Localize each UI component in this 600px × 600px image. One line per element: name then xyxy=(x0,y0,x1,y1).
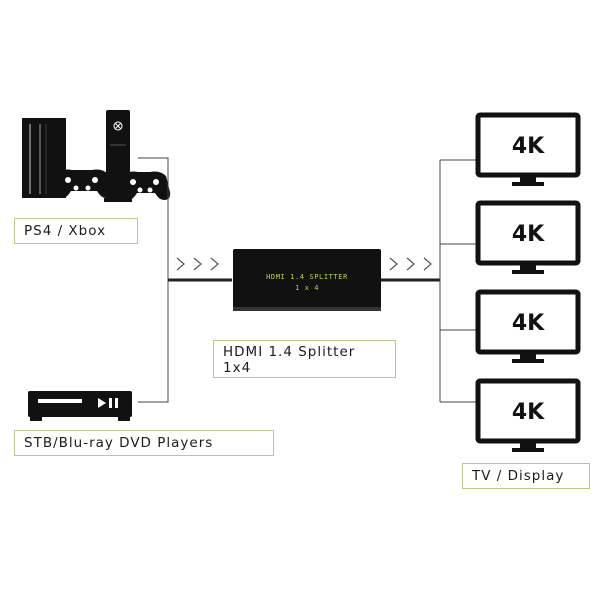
chevron-right-icon xyxy=(406,257,415,271)
splitter-caption-line2: 1x4 xyxy=(223,360,252,376)
consoles-label: PS4 / Xbox xyxy=(14,218,138,244)
players-label: STB/Blu-ray DVD Players xyxy=(14,430,274,456)
tv-monitor-icon: 4K xyxy=(475,378,581,452)
chevron-right-icon xyxy=(210,257,219,271)
splitter-caption: HDMI 1.4 Splitter 1x4 xyxy=(213,340,396,378)
gamepad-icon xyxy=(55,169,113,198)
gamepad-icon xyxy=(121,171,171,200)
monitor-resolution: 4K xyxy=(512,222,545,247)
splitter-caption-line1: HDMI 1.4 Splitter xyxy=(223,344,356,360)
chevron-right-icon xyxy=(423,257,432,271)
chevron-right-icon xyxy=(193,257,202,271)
tv-monitor-icon: 4K xyxy=(475,112,581,186)
monitor-resolution: 4K xyxy=(512,400,545,425)
monitor-resolution: 4K xyxy=(512,134,545,159)
output-flow-arrows xyxy=(389,257,432,271)
tv-monitor-icon: 4K xyxy=(475,289,581,363)
splitter-device-label: HDMI 1.4 SPLITTER xyxy=(266,273,348,281)
displays-label-text: TV / Display xyxy=(472,468,565,484)
input-cables xyxy=(138,157,232,403)
dvd-player-icon xyxy=(28,391,132,421)
players-label-text: STB/Blu-ray DVD Players xyxy=(24,435,214,451)
displays-label: TV / Display xyxy=(462,463,590,489)
consoles-label-text: PS4 / Xbox xyxy=(24,223,107,239)
hdmi-splitter-device: HDMI 1.4 SPLITTER 1 x 4 xyxy=(233,249,381,311)
splitter-device-ports: 1 x 4 xyxy=(295,284,319,292)
tv-monitor-icon: 4K xyxy=(475,200,581,274)
input-flow-arrows xyxy=(176,257,219,271)
chevron-right-icon xyxy=(389,257,398,271)
output-cables xyxy=(381,159,476,403)
ps4-console-icon xyxy=(22,118,66,198)
chevron-right-icon xyxy=(176,257,185,271)
monitor-resolution: 4K xyxy=(512,311,545,336)
